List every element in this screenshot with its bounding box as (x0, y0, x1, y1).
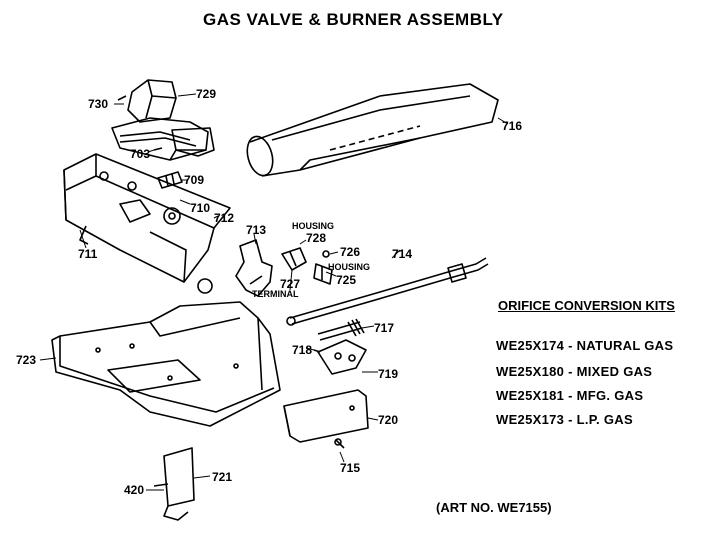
part-709-shape (157, 171, 183, 189)
part-label-721: 721 (212, 470, 232, 484)
part-713-shape (235, 239, 273, 297)
part-721-shape (153, 447, 195, 521)
diagram-title: GAS VALVE & BURNER ASSEMBLY (203, 10, 504, 29)
part-label-420: 420 (124, 483, 144, 497)
part-label-720: 720 (378, 413, 398, 427)
kit-item: WE25X181 - MFG. GAS (496, 388, 644, 403)
kit-item: WE25X173 - L.P. GAS (496, 412, 633, 427)
part-label-716: 716 (502, 119, 522, 133)
part-712-shape (63, 153, 231, 294)
part-label-729: 729 (196, 87, 216, 101)
part-723-shape (51, 301, 281, 427)
part-label-723: 723 (16, 353, 36, 367)
kit-item: WE25X174 - NATURAL GAS (496, 338, 674, 353)
art-number: (ART NO. WE7155) (436, 500, 552, 515)
part-label-709: 709 (184, 173, 204, 187)
part-725-shape (313, 263, 333, 285)
part-label-714: 714 (392, 247, 412, 261)
callout-housing-top: HOUSING (292, 221, 334, 231)
part-label-725: 725 (336, 273, 356, 287)
part-718-shape (313, 349, 321, 353)
part-703-shape (153, 147, 163, 151)
kits-title: ORIFICE CONVERSION KITS (498, 298, 675, 313)
kit-item: WE25X180 - MIXED GAS (496, 364, 653, 379)
callout-terminal: TERMINAL (252, 289, 299, 299)
part-labels: 730 729 703 716 709 710 712 711 713 728 726 725 727 7… (16, 87, 522, 497)
part-label-726: 726 (340, 245, 360, 259)
corner-mark: — — (618, 0, 645, 5)
part-label-703: 703 (130, 147, 150, 161)
part-label-718: 718 (292, 343, 312, 357)
part-716-shape (246, 83, 499, 177)
part-728-shape (281, 247, 307, 271)
part-726-shape (322, 250, 330, 258)
part-label-715: 715 (340, 461, 360, 475)
part-719-shape (317, 339, 367, 375)
leader-lines (39, 93, 509, 491)
part-717-shape (317, 318, 365, 341)
part-label-712: 712 (214, 211, 234, 225)
part-label-713: 713 (246, 223, 266, 237)
part-label-710: 710 (190, 201, 210, 215)
part-label-719: 719 (378, 367, 398, 381)
part-720-shape (283, 389, 369, 443)
part-730-shape (117, 95, 127, 101)
part-label-728: 728 (306, 231, 326, 245)
part-label-717: 717 (374, 321, 394, 335)
part-714-shape (286, 257, 489, 326)
part-label-711: 711 (78, 247, 98, 261)
part-label-730: 730 (88, 97, 108, 111)
part-label-727: 727 (280, 277, 300, 291)
part-715-shape (334, 438, 345, 449)
part-729-shape (111, 79, 215, 161)
callout-housing-right: HOUSING (328, 262, 370, 272)
